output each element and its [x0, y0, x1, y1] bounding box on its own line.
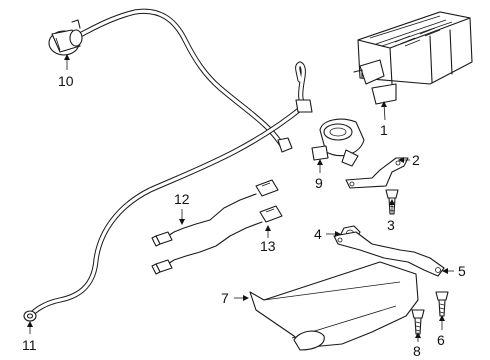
hose-end-fitting-11 — [23, 310, 37, 322]
bracket-5 — [333, 231, 445, 277]
sensor-12 — [151, 179, 279, 247]
vapor-hose-main — [75, 8, 287, 151]
evap-canister-1 — [353, 11, 473, 105]
callout-5: 5 — [458, 263, 466, 279]
hose-elbow-connector — [277, 99, 313, 153]
callout-12: 12 — [174, 191, 190, 207]
bolt-8 — [411, 309, 425, 335]
callout-3: 3 — [387, 217, 395, 233]
callout-8: 8 — [413, 343, 421, 359]
callout-9: 9 — [315, 175, 323, 191]
filter-canister-10 — [48, 19, 83, 56]
callout-labels: 1 2 3 4 5 6 7 8 9 10 11 12 13 — [22, 73, 466, 359]
callout-13: 13 — [260, 238, 276, 254]
callout-10: 10 — [58, 73, 74, 89]
callout-7: 7 — [221, 290, 229, 306]
callout-4: 4 — [314, 226, 322, 242]
leader-lines — [27, 54, 454, 342]
callout-1: 1 — [380, 122, 388, 138]
callout-2: 2 — [412, 152, 420, 168]
bolt-6 — [435, 291, 449, 317]
heat-shield-7 — [249, 261, 419, 351]
bracket-2 — [345, 157, 409, 189]
sensor-13 — [151, 205, 283, 275]
vapor-hose-lower — [27, 61, 307, 319]
callout-6: 6 — [437, 332, 445, 348]
callout-11: 11 — [22, 337, 37, 353]
leak-detection-pump-9 — [311, 118, 365, 167]
